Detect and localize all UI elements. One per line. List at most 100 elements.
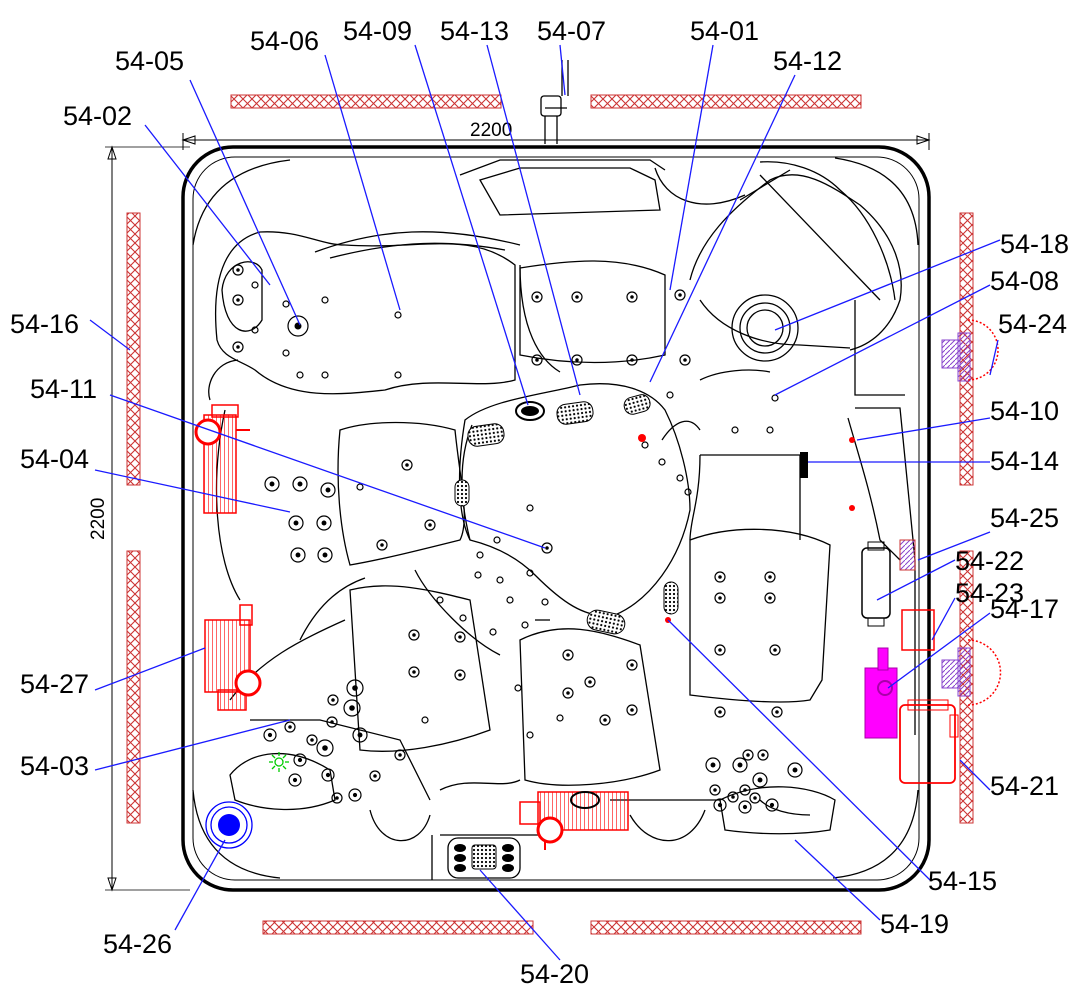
jet	[709, 784, 721, 796]
jet	[541, 542, 553, 554]
callout-label-54-14: 54-14	[990, 446, 1059, 476]
jet	[331, 792, 343, 804]
jet	[459, 614, 467, 622]
callout-label-54-06: 54-06	[250, 26, 319, 56]
filter-housing	[731, 294, 799, 362]
jet-nozzle	[545, 546, 549, 550]
jet	[541, 598, 549, 606]
jet	[738, 800, 752, 814]
jet-nozzle	[535, 358, 539, 362]
pump-bottom	[519, 791, 629, 850]
callout-label-54-19: 54-19	[880, 909, 949, 939]
callout-label-54-13: 54-13	[440, 16, 509, 46]
jet	[496, 576, 504, 584]
pump-lower-left	[204, 604, 262, 711]
jet	[287, 315, 309, 337]
jet	[321, 371, 329, 379]
jet-nozzle	[398, 753, 402, 757]
jet-nozzle	[288, 725, 292, 729]
jet-nozzle	[718, 575, 722, 579]
leader-line-54-22	[876, 559, 956, 601]
jet	[787, 762, 803, 778]
jet-nozzle	[297, 757, 303, 763]
callout-label-54-03: 54-03	[20, 751, 89, 781]
jet	[769, 644, 781, 656]
jet	[346, 679, 364, 697]
jet	[232, 294, 244, 306]
jet	[454, 669, 466, 681]
jet-nozzle	[718, 648, 722, 652]
jet	[732, 757, 748, 773]
jet-nozzle	[325, 487, 331, 493]
jet	[476, 551, 484, 559]
jet	[531, 291, 543, 303]
jet	[676, 474, 684, 482]
jet	[571, 291, 583, 303]
callout-label-54-26: 54-26	[103, 929, 172, 959]
leader-line-54-19	[794, 839, 881, 921]
jet	[489, 628, 497, 636]
leader-line-54-05	[189, 79, 301, 326]
jet	[454, 631, 466, 643]
leader-line-54-08	[774, 284, 991, 396]
ozonator	[861, 539, 916, 627]
jet	[749, 792, 761, 804]
jet-nozzle	[566, 691, 570, 695]
jet	[408, 666, 420, 678]
leader-line-54-03	[94, 719, 291, 771]
jet	[739, 784, 751, 796]
jet	[321, 768, 335, 782]
jet-nozzle	[236, 345, 240, 349]
jet	[317, 547, 333, 563]
jet-nozzle	[588, 680, 592, 684]
jet-nozzle	[710, 762, 716, 768]
jet	[401, 459, 413, 471]
jet	[306, 734, 318, 746]
jet	[556, 714, 564, 722]
callout-label-54-25: 54-25	[990, 503, 1059, 533]
callout-label-54-23: 54-23	[955, 578, 1024, 608]
jet-nozzle	[352, 792, 358, 798]
callout-label-54-01: 54-01	[690, 16, 759, 46]
jet	[684, 488, 692, 496]
jet-nozzle	[746, 753, 750, 757]
jet-nozzle	[458, 673, 462, 677]
jet	[562, 687, 574, 699]
jet	[757, 749, 769, 761]
jet-nozzle	[753, 796, 757, 800]
jet	[674, 289, 686, 301]
jet-nozzle	[373, 774, 377, 778]
callout-label-54-09: 54-09	[343, 16, 412, 46]
jet	[666, 391, 674, 399]
heater-control-box	[899, 699, 959, 784]
callout-label-54-21: 54-21	[990, 771, 1059, 801]
jet	[326, 716, 338, 728]
hydro-jets	[232, 264, 803, 814]
leader-line-54-24	[989, 339, 999, 376]
jet-nozzle	[773, 648, 777, 652]
jet-nozzle	[718, 710, 722, 714]
jet	[771, 706, 783, 718]
jet	[394, 311, 402, 319]
jet	[321, 296, 329, 304]
led-light-icon	[269, 752, 289, 772]
jet	[705, 757, 721, 773]
jet	[232, 341, 244, 353]
jet-nozzle	[566, 653, 570, 657]
jet-nozzle	[294, 322, 302, 330]
jet	[571, 354, 583, 366]
jet-nozzle	[683, 358, 687, 362]
callout-leader-lines	[89, 44, 1001, 961]
jet	[282, 349, 290, 357]
jet	[714, 644, 726, 656]
leader-line-54-18	[774, 239, 1001, 331]
jet-nozzle	[603, 718, 607, 722]
seats-line-art	[208, 159, 916, 880]
headrest-pillows	[454, 394, 679, 635]
callout-label-54-07: 54-07	[537, 16, 606, 46]
electric-box	[901, 609, 935, 651]
jet-nozzle	[768, 596, 772, 600]
jet	[764, 592, 776, 604]
jet-nozzle	[575, 295, 579, 299]
